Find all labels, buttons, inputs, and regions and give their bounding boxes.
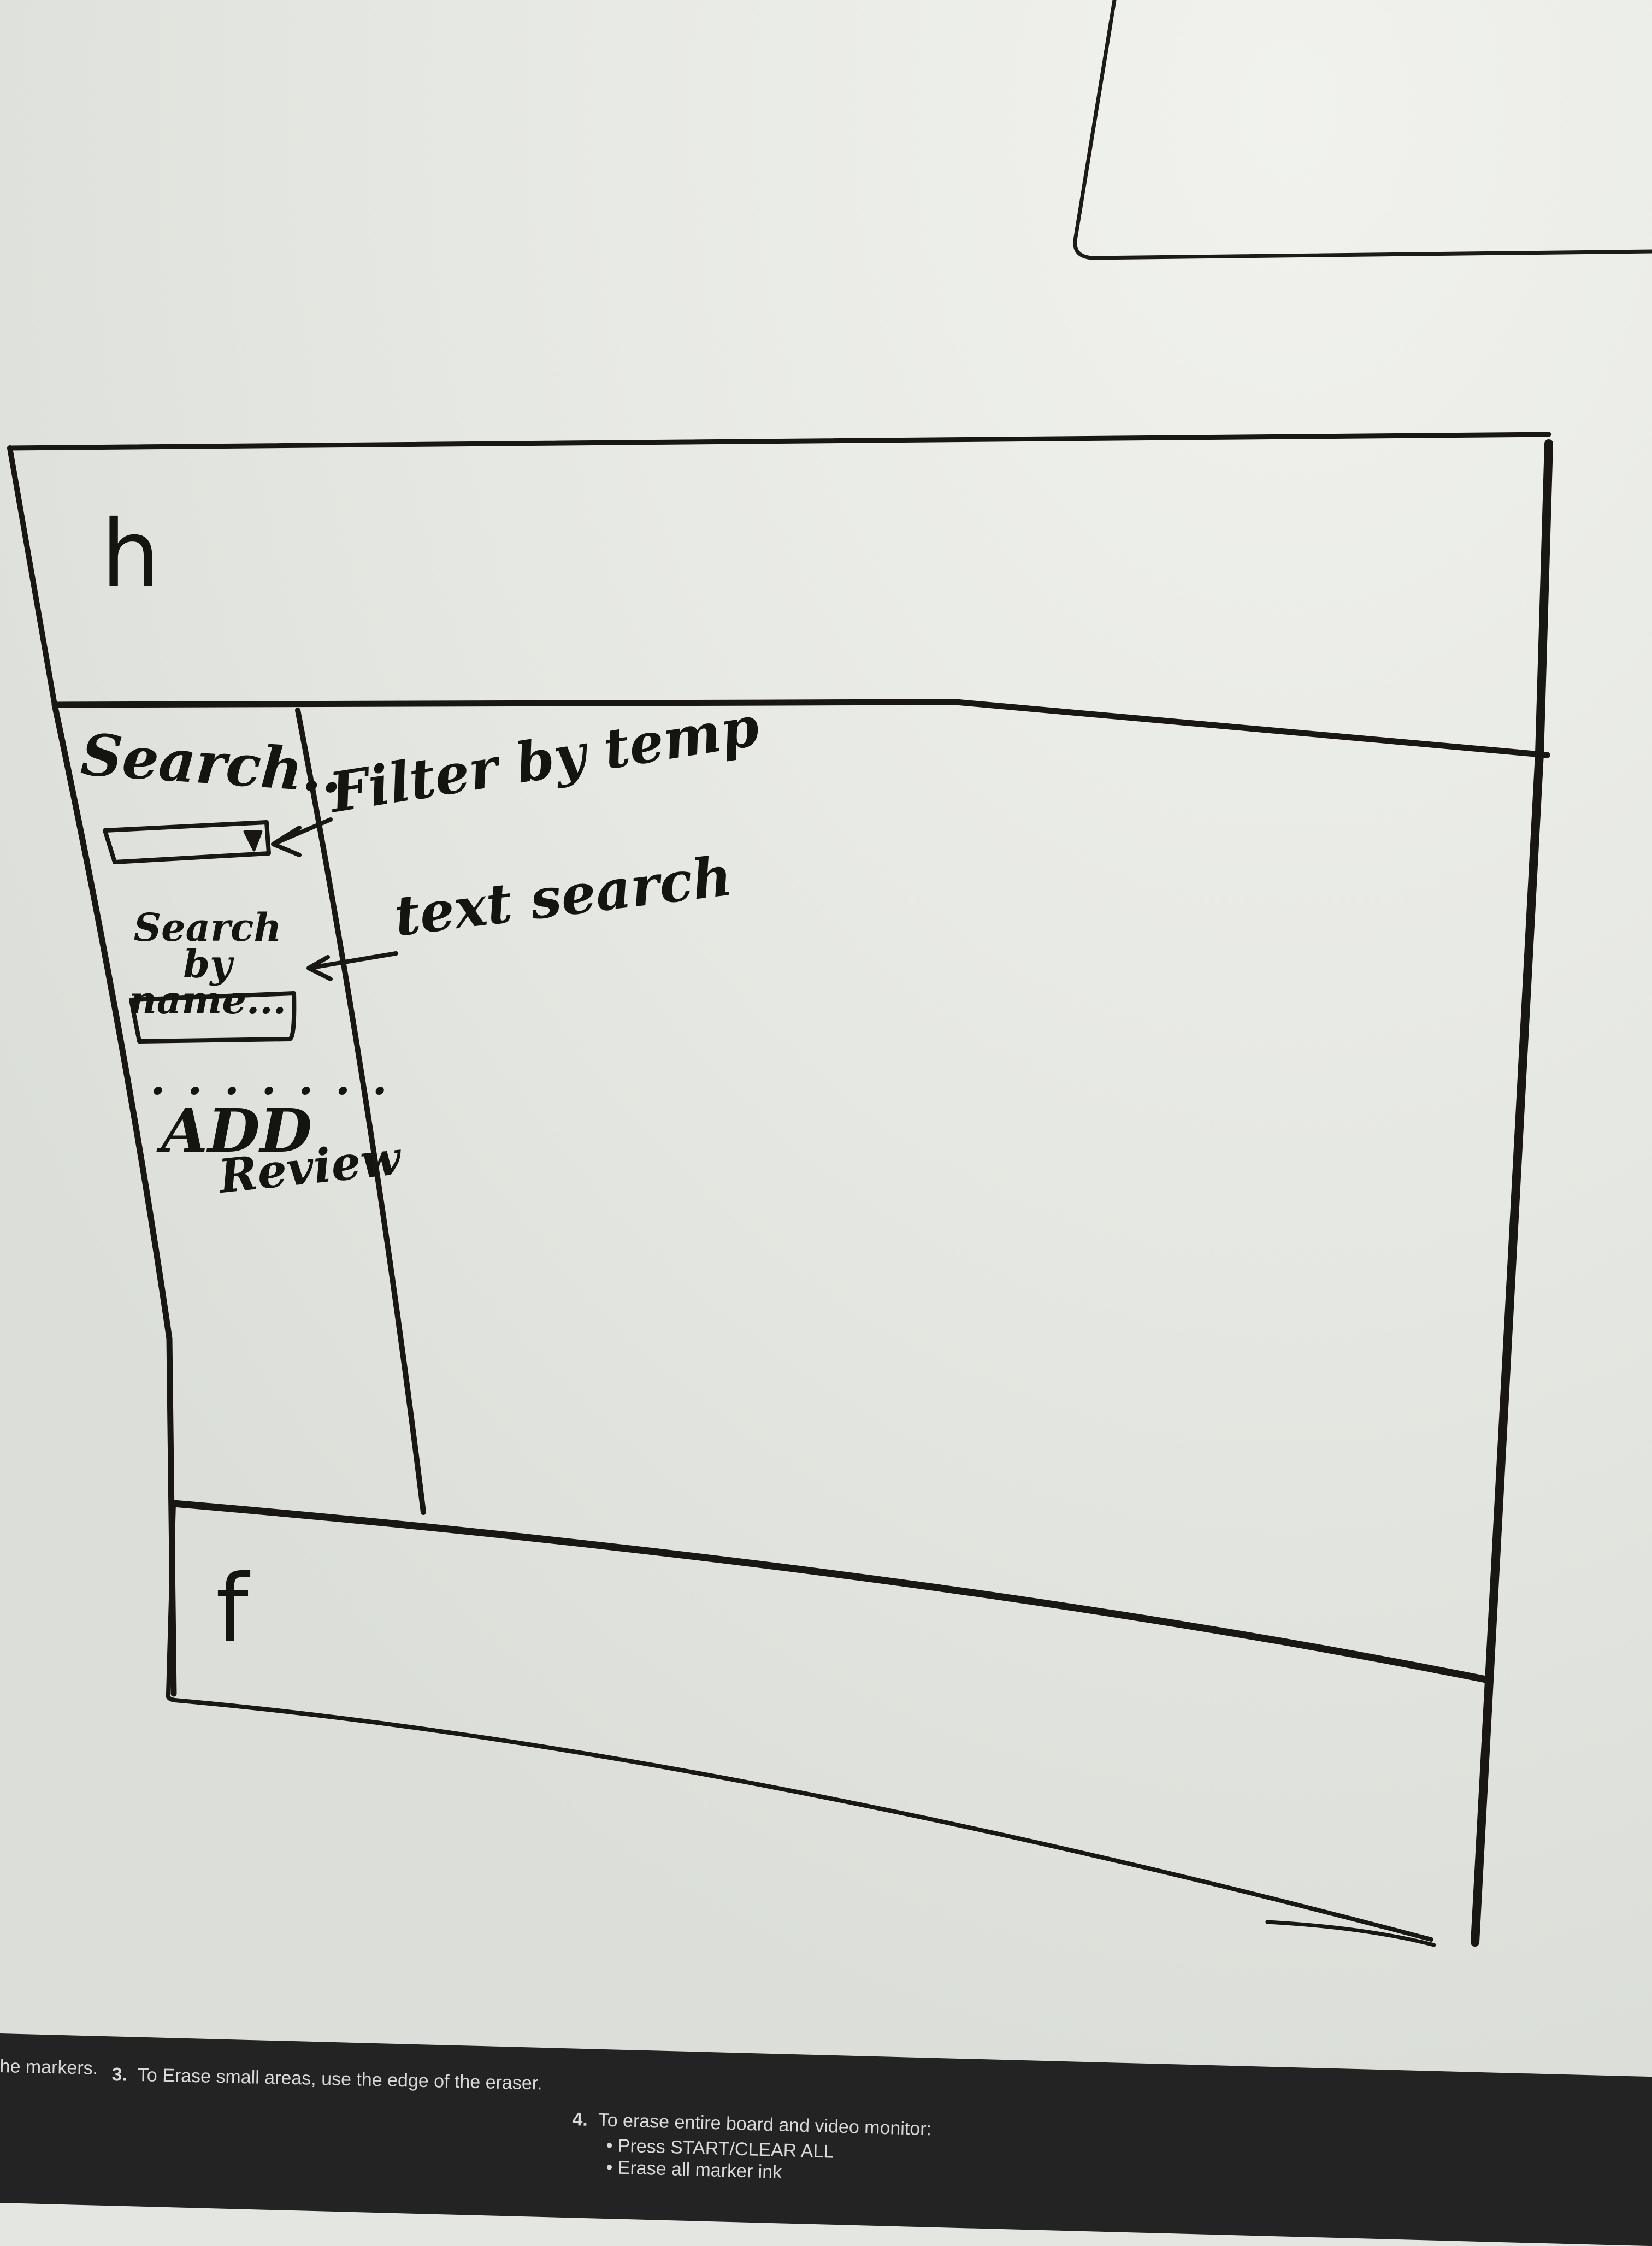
bottom-closing-stroke [1265,1920,1436,1947]
instruction-step-3-number: 3. [111,2064,128,2085]
sidebar-search-label: Search.. [79,720,345,806]
instruction-step-1-fragment: he markers. [0,2056,98,2079]
lower-box-edges [166,1501,1433,1942]
filter-dropdown [103,820,271,864]
outer-frame-top [7,432,1551,451]
instruction-step-4-number: 4. [571,2109,588,2130]
search-by-name-label: Search by name... [129,905,286,1023]
filter-arrow-icon [271,817,333,857]
add-review-label-top: ADD [161,1095,312,1166]
ellipsis-dots: . . . . . . . [150,1053,391,1105]
footer-divider [170,1500,1492,1684]
outer-frame-left [7,445,57,708]
name-search-input [129,991,297,1044]
footer-region-label: f [216,1555,249,1663]
header-divider [51,699,1550,758]
dropdown-arrow-icon [243,830,263,852]
header-region-label: h [101,500,160,609]
text-search-arrow-icon [306,951,398,981]
leftover-box-sketch [1073,0,1652,260]
body-left-edge [51,701,177,1697]
